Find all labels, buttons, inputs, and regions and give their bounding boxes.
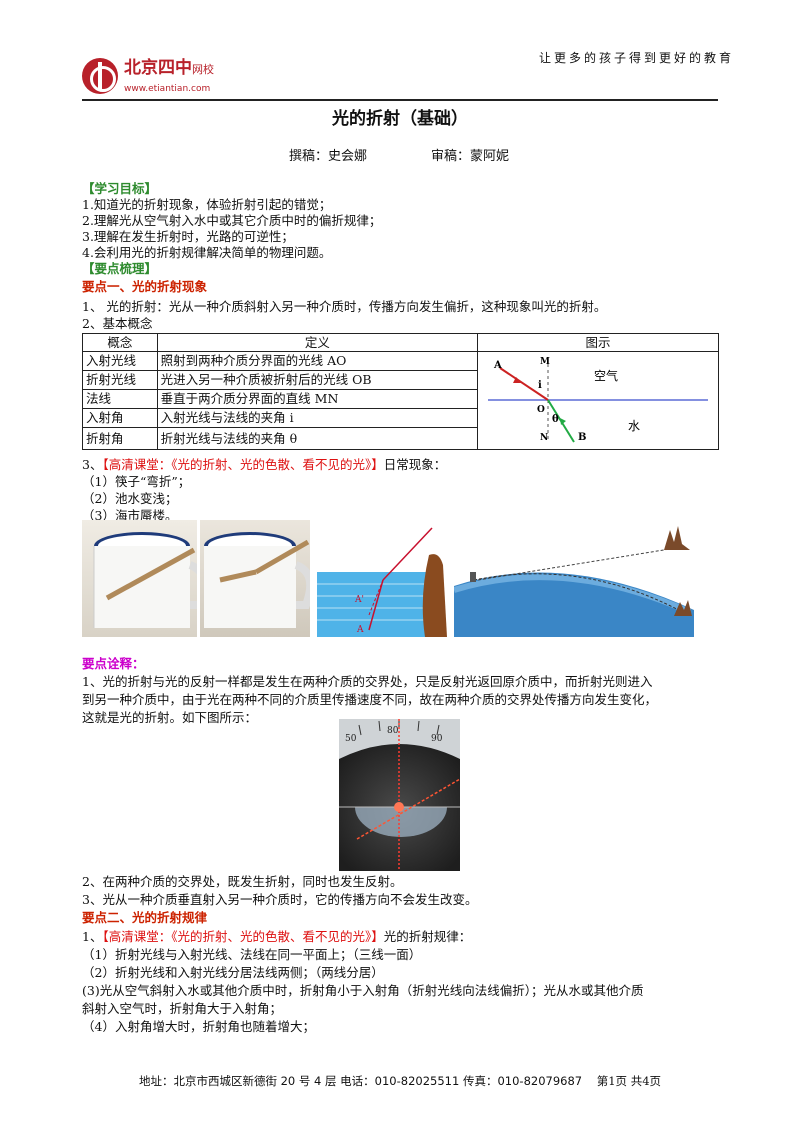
footer-address: 地址：北京市西城区新德街 20 号 4 层 电话：010-82025511 传真… xyxy=(138,1074,583,1088)
point2-line1: 1、【高清课堂：《光的折射、光的色散、看不见的光》】光的折射规律： xyxy=(82,929,472,944)
table-cell: 折射光线与法线的夹角 θ xyxy=(156,426,478,451)
table-cell: 光进入另一种介质被折射后的光线 OB xyxy=(156,369,478,390)
point1-concepts-label: 2、基本概念 xyxy=(82,316,153,331)
school-logo[interactable]: 北京四中网校 www.etiantian.com xyxy=(82,58,282,100)
reviewer: 审稿：蒙阿妮 xyxy=(431,149,510,164)
table-cell: 入射光线与法线的夹角 i xyxy=(156,407,478,428)
example-item: （3）海市蜃楼。 xyxy=(82,508,178,523)
explain-point3: 3、光从一种介质垂直射入另一种介质时，它的传播方向不会发生改变。 xyxy=(82,892,478,907)
table-row: 折射角 折射光线与法线的夹角 θ xyxy=(82,426,719,451)
table-cell: 照射到两种介质分界面的光线 AO xyxy=(156,351,478,371)
point2-heading: 要点二、光的折射规律 xyxy=(82,910,208,925)
author: 撰稿：史会娜 xyxy=(289,149,368,164)
table-header: 概念 xyxy=(82,333,158,352)
goal-item: 1.知道光的折射现象，体验折射引起的错觉； xyxy=(82,197,332,212)
goal-item: 2.理解光从空气射入水中或其它介质中时的偏折规律； xyxy=(82,213,382,228)
rule-item: (3)光从空气斜射入水或其他介质中时，折射角小于入射角（折射光线向法线偏折）；光… xyxy=(82,983,644,998)
label-a-prime: A' xyxy=(354,595,364,605)
table-cell: 法线 xyxy=(82,388,158,409)
goal-item: 4.会利用光的折射规律解决简单的物理问题。 xyxy=(82,245,332,260)
point1-definition: 1、 光的折射：光从一种介质斜射入另一种介质时，传播方向发生偏折，这种现象叫光的… xyxy=(82,299,607,314)
diagram-label-m: M xyxy=(540,357,550,367)
table-row: 入射光线 照射到两种介质分界面的光线 AO A M i O θ N B 空气 水 xyxy=(82,351,720,450)
table-cell: 折射光线 xyxy=(82,369,158,390)
label-a: A xyxy=(356,625,364,635)
diagram-label-air: 空气 xyxy=(594,368,618,383)
page-number: 第1页 共4页 xyxy=(596,1074,662,1088)
table-cell: 入射光线 xyxy=(82,351,158,371)
rule-item: （2）折射光线和入射光线分居法线两侧；（两线分居） xyxy=(82,965,384,980)
dial-label: 50 xyxy=(345,734,357,744)
chopstick-photo-2 xyxy=(200,520,310,637)
explain-paragraph-line: 这就是光的折射。如下图所示： xyxy=(82,710,258,725)
dial-label: 90 xyxy=(431,734,443,744)
dial-label: 80 xyxy=(387,726,399,736)
chopstick-photo-1 xyxy=(82,520,197,637)
goal-item: 3.理解在发生折射时，光路的可逆性； xyxy=(82,229,294,244)
explain-paragraph-line: 1、光的折射与光的反射一样都是发生在两种介质的交界处，只是反射光返回原介质中，而… xyxy=(82,674,653,689)
hd-class-link[interactable]: 【高清课堂：《光的折射、光的色散、看不见的光》】 xyxy=(102,929,384,944)
refraction-diagram: A M i O θ N B 空气 水 xyxy=(476,351,720,450)
table-cell: 入射角 xyxy=(82,407,158,428)
rule-item: （1）折射光线与入射光线、法线在同一平面上；（三线一面） xyxy=(82,947,422,962)
mirage-figure xyxy=(454,520,704,637)
example-item: （2）池水变浅； xyxy=(82,491,178,506)
example-item: （1）筷子“弯折”； xyxy=(82,474,191,489)
table-header-row: 概念 定义 图示 xyxy=(82,333,720,352)
explain-heading: 要点诠释： xyxy=(82,656,145,671)
diagram-label-water: 水 xyxy=(628,419,640,433)
point1-line3: 3、【高清课堂：《光的折射、光的色散、看不见的光》】日常现象： xyxy=(82,457,447,472)
explain-paragraph-line: 到另一种介质中，由于光在两种不同的介质里传播速度不同，故在两种介质的交界处传播方… xyxy=(82,692,658,707)
diagram-label-n: N xyxy=(540,433,548,443)
points-heading: 【要点梳理】 xyxy=(82,261,158,276)
table-row: 折射光线 光进入另一种介质被折射后的光线 OB xyxy=(82,369,719,390)
hd-class-link[interactable]: 【高清课堂：《光的折射、光的色散、看不见的光》】 xyxy=(102,457,384,472)
diagram-label-i: i xyxy=(538,380,542,391)
concepts-table: 概念 定义 图示 入射光线 照射到两种介质分界面的光线 AO A M i O θ… xyxy=(82,333,720,451)
diagram-label-b: B xyxy=(578,432,586,443)
refraction-lab-photo: 50 80 90 xyxy=(339,719,460,871)
rule-item: （4）入射角增大时，折射角也随着增大； xyxy=(82,1019,315,1034)
page-title: 光的折射（基础） xyxy=(332,109,468,129)
authors-line: 撰稿：史会娜 审稿：蒙阿妮 xyxy=(289,148,509,165)
explain-point2: 2、在两种介质的交界处，既发生折射，同时也发生反射。 xyxy=(82,874,403,889)
diagram-label-o: O xyxy=(537,405,545,415)
table-header: 图示 xyxy=(476,333,720,352)
logo-name: 北京四中网校 xyxy=(124,58,214,78)
table-row: 法线 垂直于两介质分界面的直线 MN xyxy=(82,388,719,409)
logo-emblem-icon xyxy=(82,58,118,94)
logo-url[interactable]: www.etiantian.com xyxy=(124,84,211,94)
header-divider xyxy=(82,99,718,101)
rule-item: 斜射入空气时，折射角大于入射角； xyxy=(82,1001,283,1016)
table-header: 定义 xyxy=(156,333,478,352)
diagram-label-a: A xyxy=(493,360,502,371)
table-cell: 折射角 xyxy=(82,426,158,451)
shallow-pool-figure: A' A xyxy=(317,520,447,637)
header-slogan: 让更多的孩子得到更好的教育 xyxy=(538,51,734,65)
page-footer: 地址：北京市西城区新德街 20 号 4 层 电话：010-82025511 传真… xyxy=(0,1073,800,1090)
point1-heading: 要点一、光的折射现象 xyxy=(82,279,208,294)
refraction-diagram-svg: A M i O θ N B 空气 水 xyxy=(487,357,708,443)
table-cell: 垂直于两介质分界面的直线 MN xyxy=(156,388,478,409)
diagram-label-theta: θ xyxy=(552,414,559,425)
goals-heading: 【学习目标】 xyxy=(82,181,158,196)
